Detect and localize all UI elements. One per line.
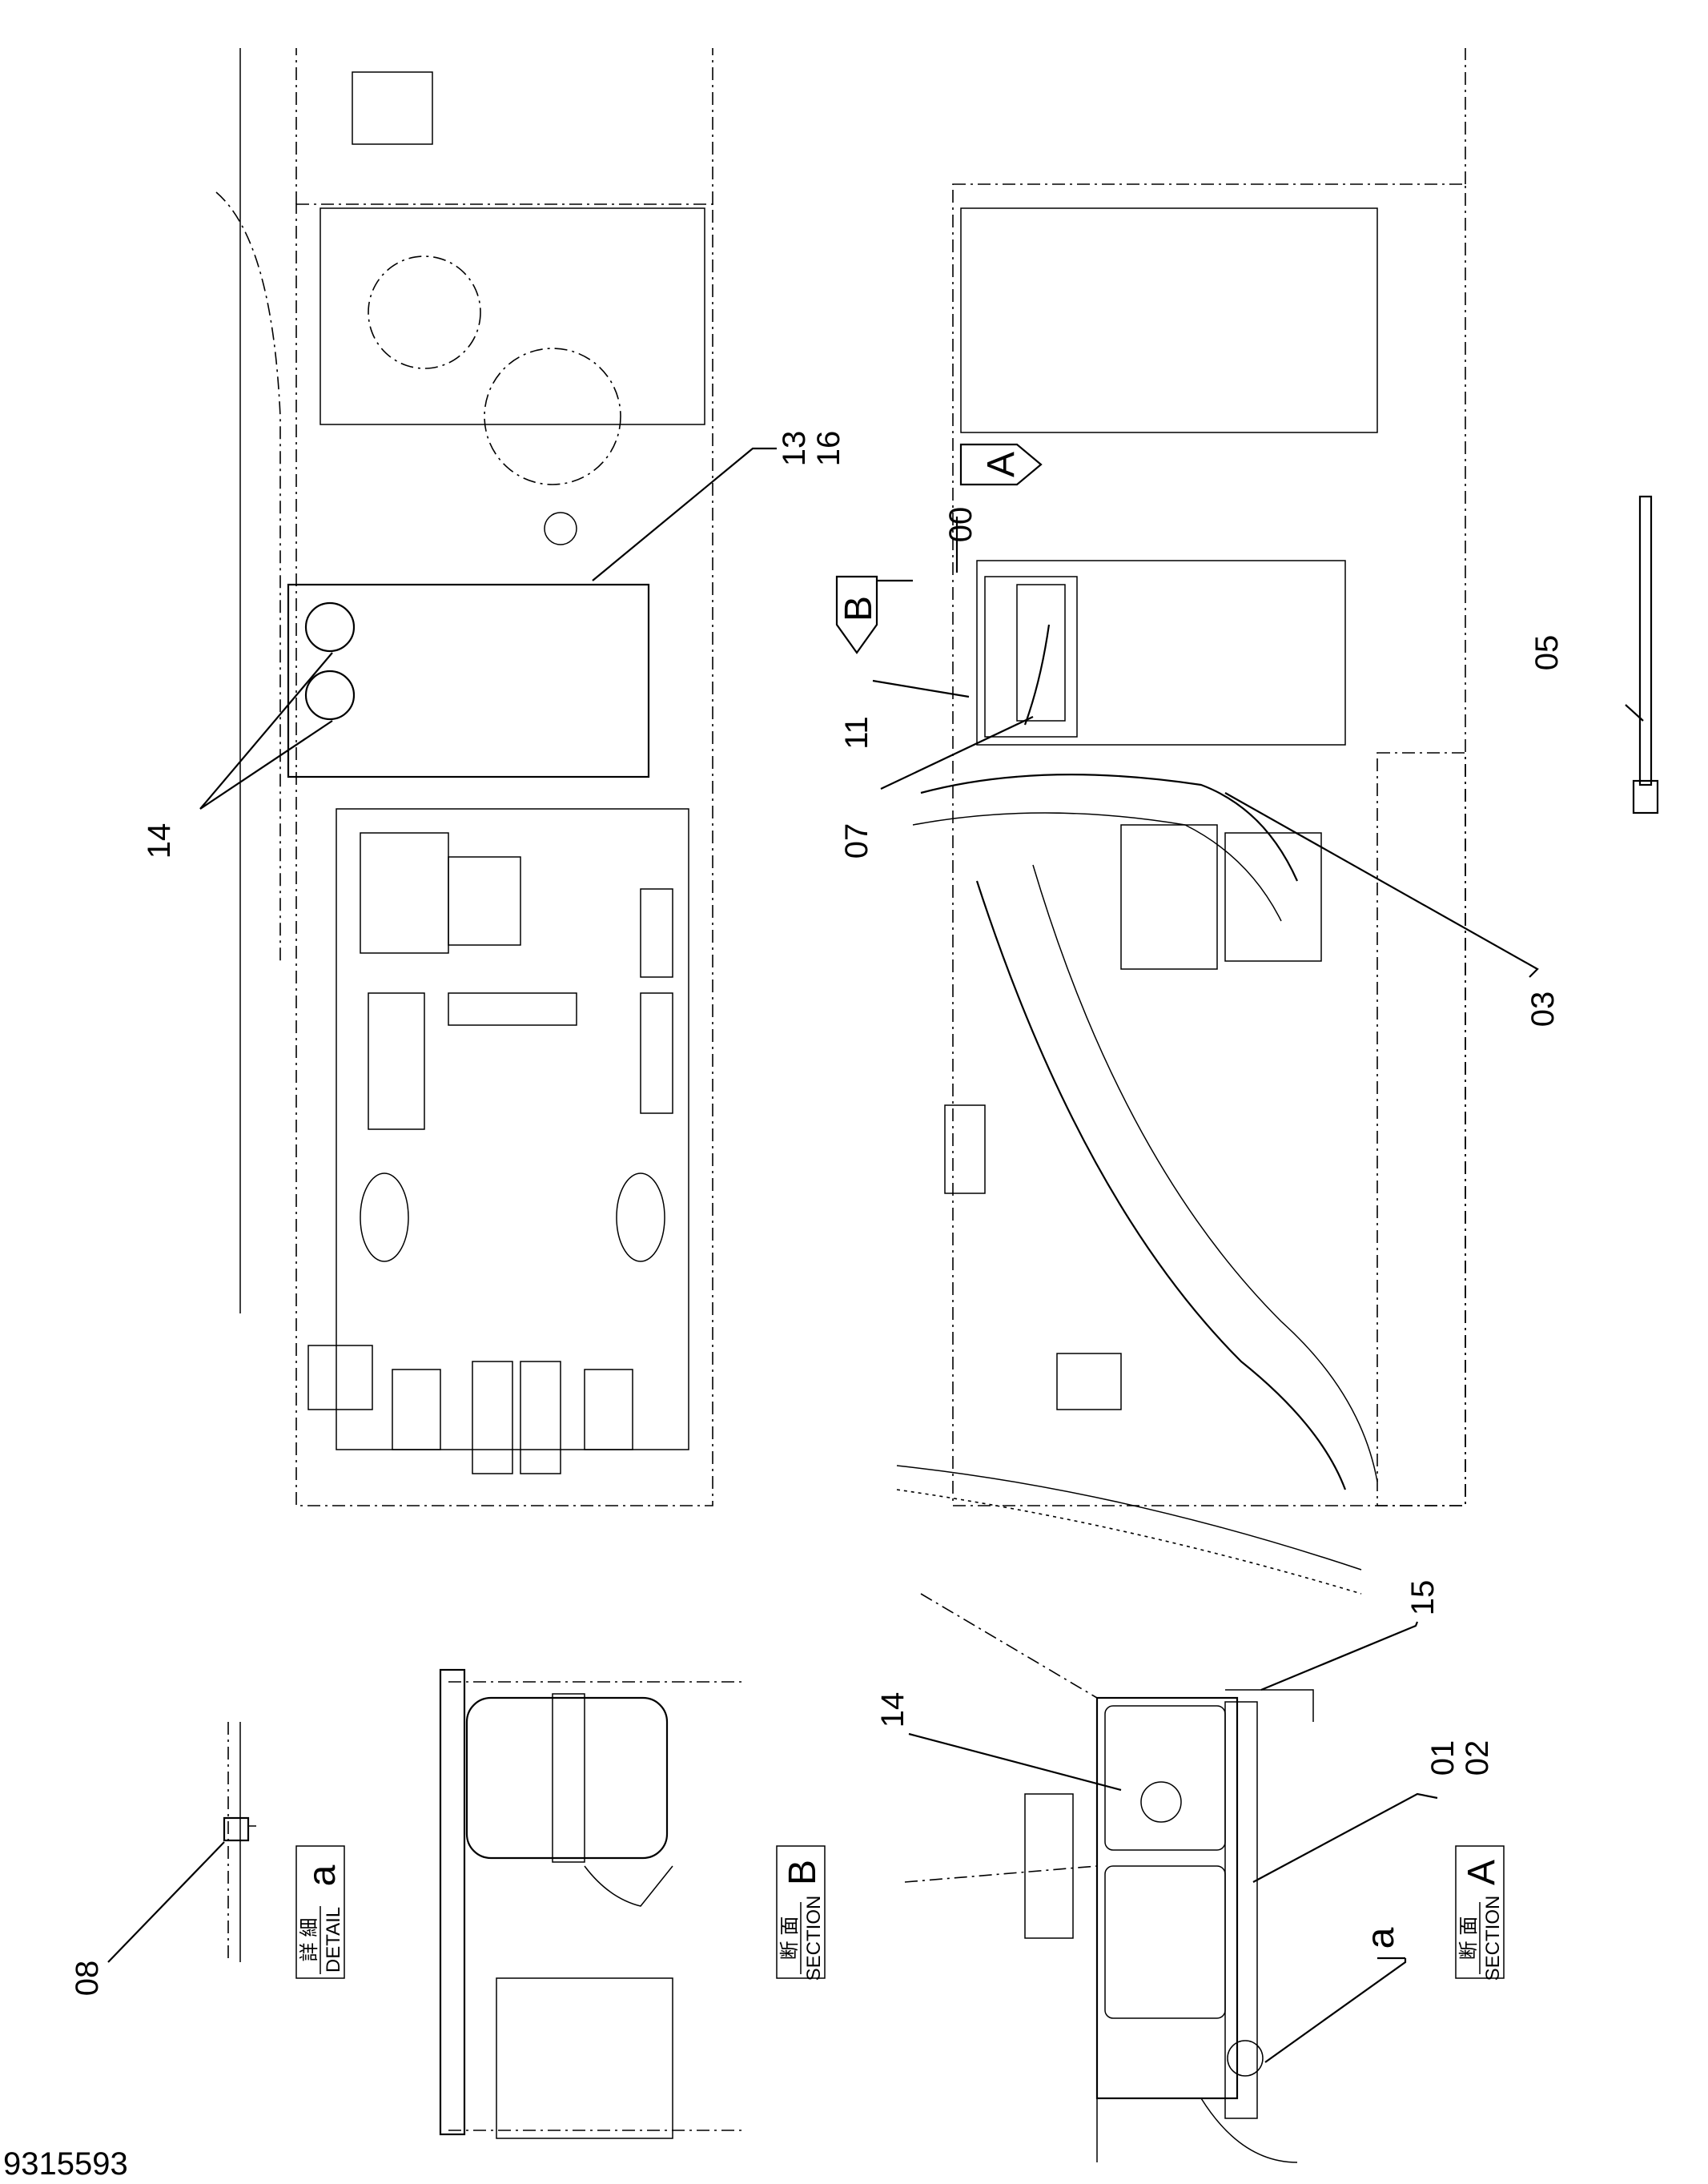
detail-jp-label: 詳 細 <box>299 1918 320 1962</box>
view-label-detail-a: 詳 細 DETAIL a <box>295 1845 345 1979</box>
callout-a: a <box>1360 1927 1402 1949</box>
section-a-letter: A <box>1461 1860 1503 1885</box>
callout-02: 02 <box>1460 1740 1495 1776</box>
callout-00: 00 <box>943 507 979 543</box>
box-knob-upper <box>304 601 356 653</box>
callout-13: 13 <box>777 431 812 467</box>
callout-11: 11 <box>839 716 874 750</box>
callout-08: 08 <box>70 1961 105 1997</box>
section-a-view <box>904 1593 1314 2163</box>
cable-tie <box>1632 495 1659 814</box>
view-label-section-b: 断 面 SECTION B <box>776 1845 826 1981</box>
tool-box <box>287 583 650 778</box>
callout-14-section: 14 <box>875 1692 910 1728</box>
callout-01: 01 <box>1425 1740 1461 1776</box>
callout-03: 03 <box>1525 991 1561 1028</box>
view-label-section-a: 断 面 SECTION A <box>1455 1845 1505 1981</box>
upper-left-view <box>215 48 713 1506</box>
box-knob-lower <box>304 670 356 721</box>
drawing-number: 9315593 <box>3 2146 128 2182</box>
section-a-marker: A <box>980 452 1023 477</box>
detail-letter: a <box>301 1864 344 1886</box>
callout-15: 15 <box>1405 1580 1441 1616</box>
callouts: 13 16 00 11 07 03 05 14 15 14 01 02 a 08 <box>70 431 1565 1997</box>
callout-07: 07 <box>839 823 874 859</box>
upper-right-view: A B <box>835 48 1466 1595</box>
section-a-jp-label: 断 面 <box>1458 1917 1480 1961</box>
callout-14-top: 14 <box>142 823 177 859</box>
detail-a-view <box>223 1722 256 1962</box>
section-b-marker: B <box>838 596 880 621</box>
callout-16: 16 <box>811 431 846 467</box>
detail-en-label: DETAIL <box>323 1907 344 1973</box>
callout-05: 05 <box>1529 635 1565 671</box>
leader-lines <box>107 447 1644 2063</box>
section-b-jp-label: 断 面 <box>779 1917 801 1961</box>
section-b-letter: B <box>782 1860 824 1885</box>
section-a-en-label: SECTION <box>1482 1896 1504 1981</box>
section-b-en-label: SECTION <box>803 1896 825 1981</box>
section-b-view <box>439 1668 745 2139</box>
